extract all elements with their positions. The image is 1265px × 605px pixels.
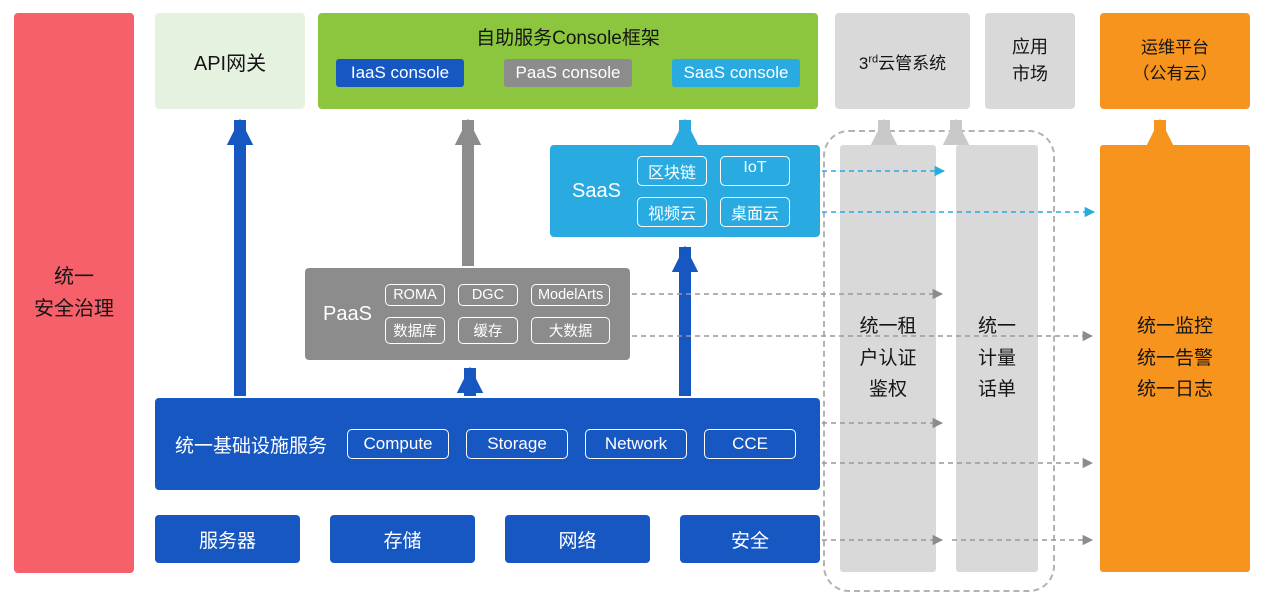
saas-console-chip: SaaS console xyxy=(672,59,800,87)
console-frame-title: 自助服务Console框架 xyxy=(476,28,660,49)
saas-item-desktop-cloud: 桌面云 xyxy=(719,196,790,227)
infra-item-compute: Compute xyxy=(347,429,450,459)
saas-item-iot: IoT xyxy=(719,155,790,186)
monitor-alarm-log-bar: 统一监控 统一告警 统一日志 xyxy=(1100,145,1250,572)
infra-item-cce: CCE xyxy=(704,429,797,459)
paas-box: PaaS ROMA DGC ModelArts 数据库 缓存 大数据 xyxy=(305,268,630,360)
tenant-services-dashed-container xyxy=(823,130,1055,592)
infra-item-network: Network xyxy=(585,429,688,459)
third-party-label: 3rd云管系统 xyxy=(859,49,946,74)
paas-console-chip: PaaS console xyxy=(504,59,632,87)
app-market-box: 应用 市场 xyxy=(985,13,1075,109)
saas-item-blockchain: 区块链 xyxy=(636,155,707,186)
iaas-console-chip: IaaS console xyxy=(336,59,464,87)
infrastructure-box: 统一基础设施服务 Compute Storage Network CCE xyxy=(155,398,820,490)
api-gateway-box: API网关 xyxy=(155,13,305,109)
paas-item-database: 数据库 xyxy=(384,317,445,344)
hardware-network-box: 网络 xyxy=(505,515,650,563)
infrastructure-label: 统一基础设施服务 xyxy=(175,435,328,457)
third-party-label-sup: rd xyxy=(868,52,879,65)
metering-billing-bar: 统一 计量 话单 xyxy=(956,145,1038,572)
tenant-auth-bar: 统一租 户认证 鉴权 xyxy=(840,145,936,572)
paas-item-modelarts: ModelArts xyxy=(530,284,611,306)
paas-label: PaaS xyxy=(323,302,372,325)
infra-item-storage: Storage xyxy=(466,429,569,459)
third-party-label-prefix: 3 xyxy=(858,53,869,73)
saas-box: SaaS 区块链 IoT 视频云 桌面云 xyxy=(550,145,820,237)
console-chip-row: IaaS console PaaS console SaaS console xyxy=(334,59,802,87)
hardware-storage-box: 存储 xyxy=(330,515,475,563)
om-platform-box: 运维平台 （公有云） xyxy=(1100,13,1250,109)
paas-item-bigdata: 大数据 xyxy=(530,317,611,344)
third-party-label-suffix: 云管系统 xyxy=(878,53,947,73)
hardware-security-box: 安全 xyxy=(680,515,820,563)
paas-items-grid: ROMA DGC ModelArts 数据库 缓存 大数据 xyxy=(384,284,611,344)
paas-item-cache: 缓存 xyxy=(457,317,518,344)
console-frame-box: 自助服务Console框架 IaaS console PaaS console … xyxy=(318,13,818,109)
hardware-server-box: 服务器 xyxy=(155,515,300,563)
security-governance-bar: 统一 安全治理 xyxy=(14,13,134,573)
paas-item-dgc: DGC xyxy=(457,284,518,306)
saas-label: SaaS xyxy=(572,179,621,202)
third-party-cloud-mgmt-box: 3rd云管系统 xyxy=(835,13,970,109)
saas-items-grid: 区块链 IoT 视频云 桌面云 xyxy=(636,155,790,227)
paas-item-roma: ROMA xyxy=(384,284,445,306)
saas-item-video-cloud: 视频云 xyxy=(636,196,707,227)
